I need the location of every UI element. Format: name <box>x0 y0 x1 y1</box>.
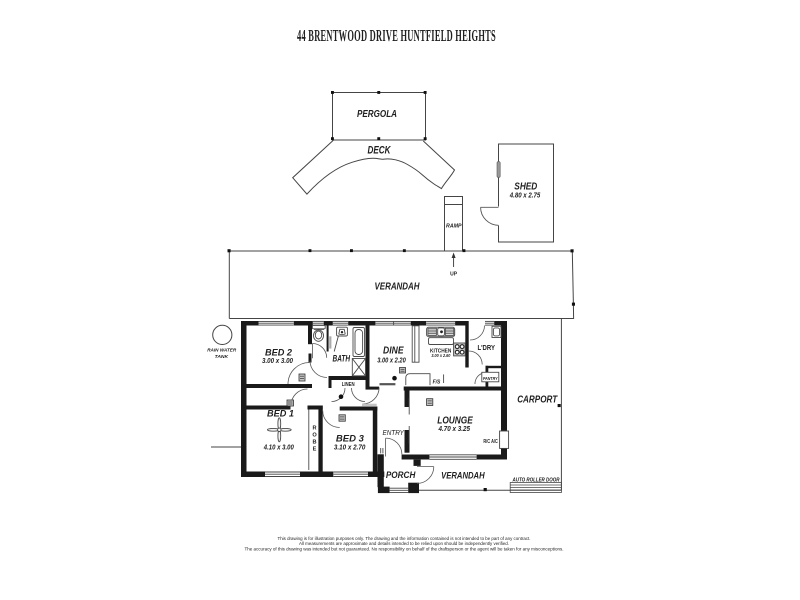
svg-text:VERANDAH: VERANDAH <box>375 282 421 293</box>
svg-text:This drawing is for illustrati: This drawing is for illustration purpose… <box>278 536 531 542</box>
svg-text:BED 2: BED 2 <box>265 347 293 358</box>
svg-text:R/C A/C: R/C A/C <box>483 439 498 445</box>
svg-text:The accuracy of this drawing w: The accuracy of this drawing was intende… <box>245 546 564 552</box>
svg-text:CARPORT: CARPORT <box>517 394 558 406</box>
svg-text:44 BRENTWOOD DRIVE HUNTFIELD H: 44 BRENTWOOD DRIVE HUNTFIELD HEIGHTS <box>297 26 496 45</box>
svg-text:4.70 x 3.25: 4.70 x 3.25 <box>438 424 471 433</box>
svg-text:R: R <box>312 426 316 432</box>
svg-text:PERGOLA: PERGOLA <box>357 109 397 120</box>
svg-text:All measurements are approxima: All measurements are approximate and det… <box>299 541 509 547</box>
svg-text:KITCHEN: KITCHEN <box>430 348 451 354</box>
svg-text:BATH: BATH <box>333 353 351 363</box>
svg-text:L'DRY: L'DRY <box>477 345 495 352</box>
svg-text:3.10 x 2.70: 3.10 x 2.70 <box>334 442 366 451</box>
svg-text:ENTRY: ENTRY <box>382 428 404 437</box>
svg-text:VERANDAH: VERANDAH <box>441 471 485 482</box>
svg-text:TANK: TANK <box>215 354 229 359</box>
svg-text:SHED: SHED <box>514 181 537 193</box>
svg-text:E: E <box>313 447 317 453</box>
svg-text:F/S: F/S <box>433 380 441 386</box>
svg-text:LINEN: LINEN <box>342 382 355 388</box>
svg-text:DINE: DINE <box>383 346 404 357</box>
svg-text:B: B <box>312 440 316 446</box>
svg-text:BED 3: BED 3 <box>336 434 365 445</box>
svg-text:4.10 x 3.00: 4.10 x 3.00 <box>263 442 294 451</box>
svg-text:UP: UP <box>450 272 458 278</box>
svg-text:RAMP: RAMP <box>446 223 462 229</box>
svg-text:3.00 x 2.20: 3.00 x 2.20 <box>377 355 406 364</box>
svg-text:PORCH: PORCH <box>386 470 416 481</box>
svg-text:4.80 x 2.75: 4.80 x 2.75 <box>509 191 541 200</box>
svg-text:RAIN WATER: RAIN WATER <box>207 347 237 352</box>
svg-text:AUTO ROLLER DOOR: AUTO ROLLER DOOR <box>512 477 560 483</box>
svg-text:DECK: DECK <box>368 144 392 156</box>
svg-text:LOUNGE: LOUNGE <box>437 415 473 426</box>
svg-text:3.00 x 3.00: 3.00 x 3.00 <box>262 356 293 365</box>
svg-text:O: O <box>312 433 317 439</box>
svg-text:BED 1: BED 1 <box>267 409 294 420</box>
svg-text:PANTRY: PANTRY <box>483 376 498 382</box>
svg-text:3.00 x 2.60: 3.00 x 2.60 <box>431 353 450 358</box>
